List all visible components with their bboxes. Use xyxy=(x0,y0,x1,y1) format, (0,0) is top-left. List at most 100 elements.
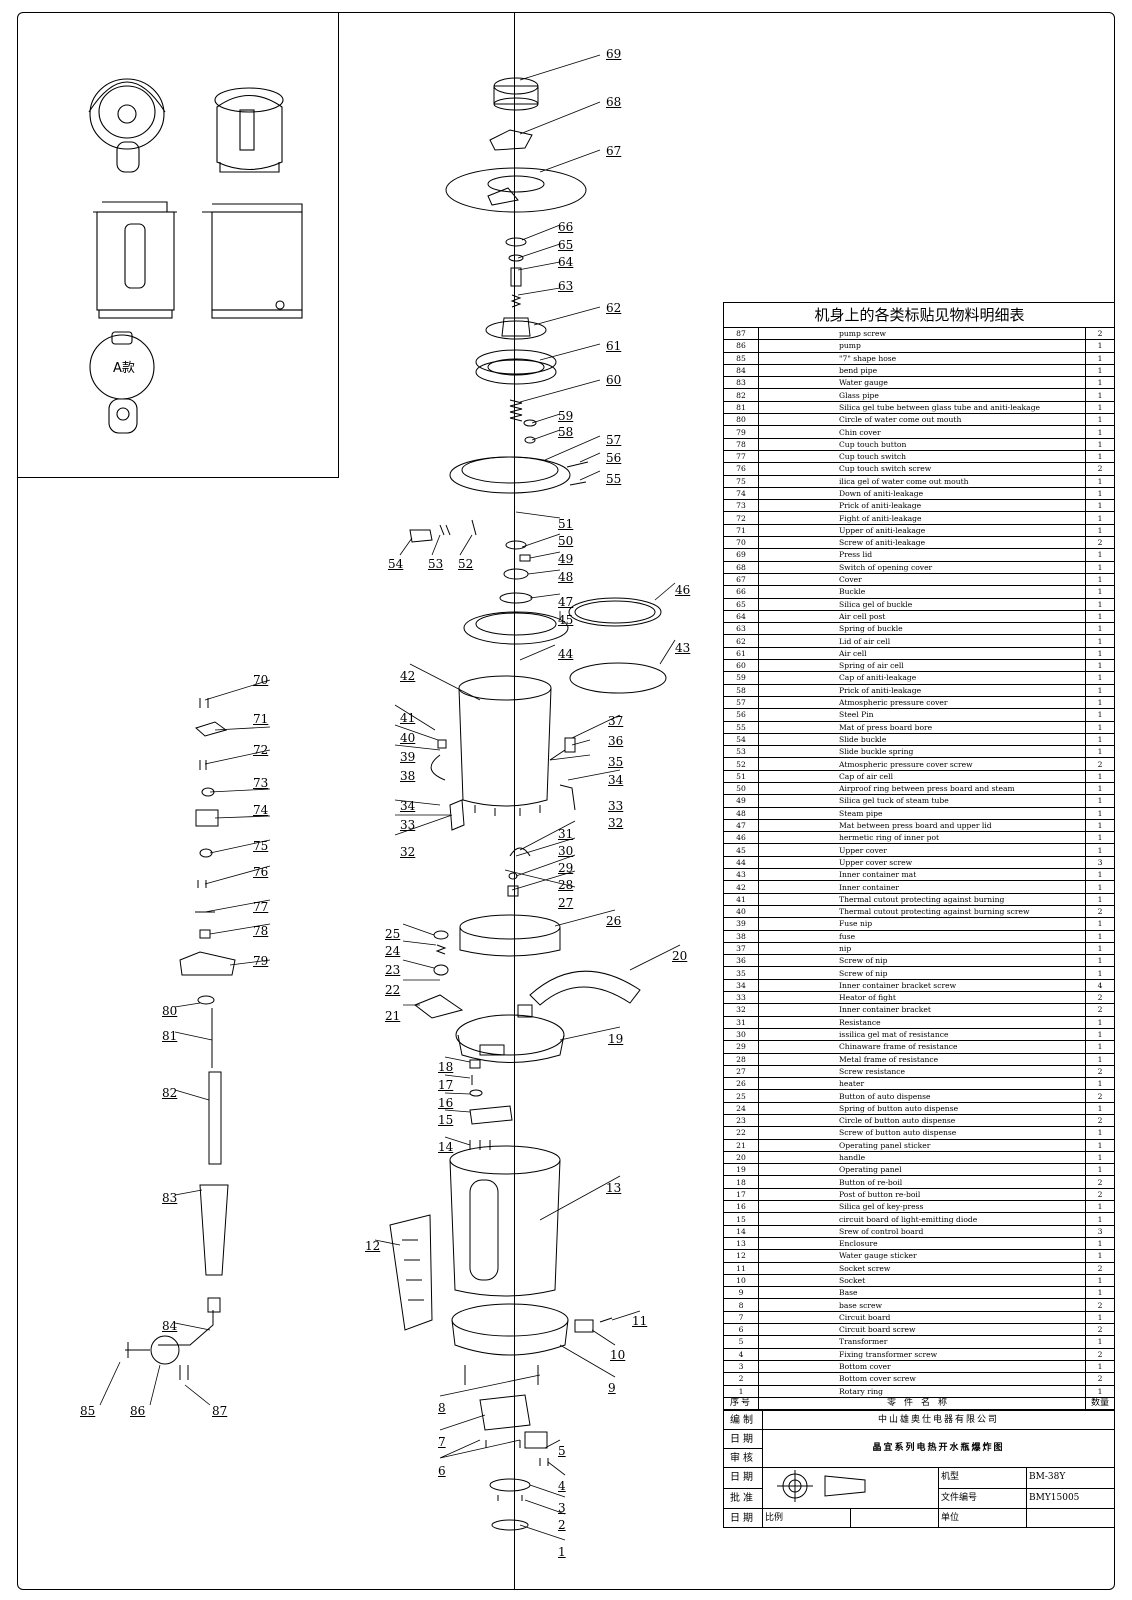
callout-63: 63 xyxy=(558,279,574,293)
bom-cell-no: 84 xyxy=(723,363,759,378)
bom-title: 机身上的各类标贴见物料明细表 xyxy=(723,302,1115,327)
callout-21: 21 xyxy=(385,1009,401,1023)
bom-cell-name: Circle of water come out mouth xyxy=(758,413,1086,427)
callout-13: 13 xyxy=(606,1181,622,1195)
bom-cell-name: Steel Pin xyxy=(758,708,1086,722)
thumbnail-side-view xyxy=(202,203,303,319)
callout-10: 10 xyxy=(610,1348,626,1362)
callout-79: 79 xyxy=(253,954,269,968)
part-glass-pipe xyxy=(197,995,222,1165)
bom-cell-no: 58 xyxy=(723,683,759,697)
callout-85: 85 xyxy=(80,1404,96,1418)
bom-cell-qty: 1 xyxy=(1085,1335,1115,1349)
bom-cell-no: 28 xyxy=(723,1052,759,1066)
callout-2: 2 xyxy=(558,1518,566,1532)
bom-cell-no: 1 xyxy=(723,1384,759,1398)
bom-cell-no: 10 xyxy=(723,1273,759,1288)
callout-36: 36 xyxy=(608,734,624,748)
callout-67: 67 xyxy=(606,144,622,158)
bom-cell-name: Upper cover xyxy=(758,843,1086,857)
thumbnail-views-panel: A款 xyxy=(17,12,339,478)
bom-cell-qty: 2 xyxy=(1085,1175,1115,1189)
bom-cell-qty: 1 xyxy=(1085,745,1115,759)
bom-cell-no: 8 xyxy=(723,1298,759,1312)
bom-cell-qty: 1 xyxy=(1085,1052,1115,1066)
thumbnail-top-view xyxy=(88,78,166,173)
bom-cell-no: 29 xyxy=(723,1040,759,1054)
part-bend-pipe xyxy=(158,1297,221,1346)
part-operating-panel xyxy=(455,1004,565,1063)
bom-cell-no: 51 xyxy=(723,769,759,783)
bom-cell-no: 69 xyxy=(723,548,759,562)
bom-cell-name: Socket xyxy=(758,1273,1086,1288)
bom-cell-no: 71 xyxy=(723,523,759,538)
part-dispense-button xyxy=(413,930,464,1019)
bom-cell-name: Slide buckle xyxy=(758,732,1086,747)
assembly-center-axis xyxy=(514,12,515,1590)
bom-cell-name: Glass pipe xyxy=(758,388,1086,402)
part-air-cell-spring xyxy=(509,399,523,422)
bom-cell-no: 15 xyxy=(723,1212,759,1226)
bom-cell-qty: 1 xyxy=(1085,363,1115,378)
thumbnail-views: A款 xyxy=(88,78,303,434)
callout-55: 55 xyxy=(606,472,622,486)
label-unit: 单位 xyxy=(938,1508,1027,1529)
callout-53: 53 xyxy=(428,557,444,571)
bom-cell-qty: 1 xyxy=(1085,1027,1115,1042)
bom-cell-no: 40 xyxy=(723,904,759,919)
bom-cell-qty: 1 xyxy=(1085,818,1115,833)
bom-cell-no: 73 xyxy=(723,499,759,513)
bom-cell-name: Water gauge sticker xyxy=(758,1249,1086,1263)
bom-cell-qty: 2 xyxy=(1085,1187,1115,1202)
bom-cell-name: Airproof ring between press board and st… xyxy=(758,781,1086,796)
bom-cell-name: Mat of press board bore xyxy=(758,720,1086,734)
bom-cell-no: 63 xyxy=(723,622,759,636)
callout-64: 64 xyxy=(558,255,574,269)
bom-cell-no: 70 xyxy=(723,536,759,550)
callout-47: 47 xyxy=(558,595,574,609)
bom-cell-no: 19 xyxy=(723,1163,759,1177)
label-file-no: 文件编号 xyxy=(938,1487,1027,1510)
bom-cell-no: 7 xyxy=(723,1310,759,1325)
label-date-2: 日期 xyxy=(723,1467,763,1489)
callout-54: 54 xyxy=(388,557,404,571)
bom-cell-no: 68 xyxy=(723,560,759,574)
bom-cell-name: Screw of aniti-leakage xyxy=(758,536,1086,550)
callout-5: 5 xyxy=(558,1444,566,1458)
bom-cell-qty: 1 xyxy=(1085,954,1115,968)
projection-symbol-icon xyxy=(777,1470,866,1503)
bom-cell-qty: 2 xyxy=(1085,757,1115,771)
bom-cell-name: Circuit board screw xyxy=(758,1323,1086,1337)
part-socket xyxy=(574,1317,613,1333)
part-container-mat xyxy=(569,662,667,694)
bom-cell-qty: 1 xyxy=(1085,966,1115,980)
bom-cell-no: 56 xyxy=(723,708,759,722)
callout-78: 78 xyxy=(253,924,269,938)
label-date-3: 日期 xyxy=(723,1508,763,1529)
bom-cell-no: 14 xyxy=(723,1224,759,1238)
bom-cell-name: Resistance xyxy=(758,1015,1086,1029)
bom-cell-name: Spring of buckle xyxy=(758,622,1086,636)
label-prepared: 编制 xyxy=(723,1410,763,1431)
thumbnail-front-view xyxy=(93,201,177,319)
